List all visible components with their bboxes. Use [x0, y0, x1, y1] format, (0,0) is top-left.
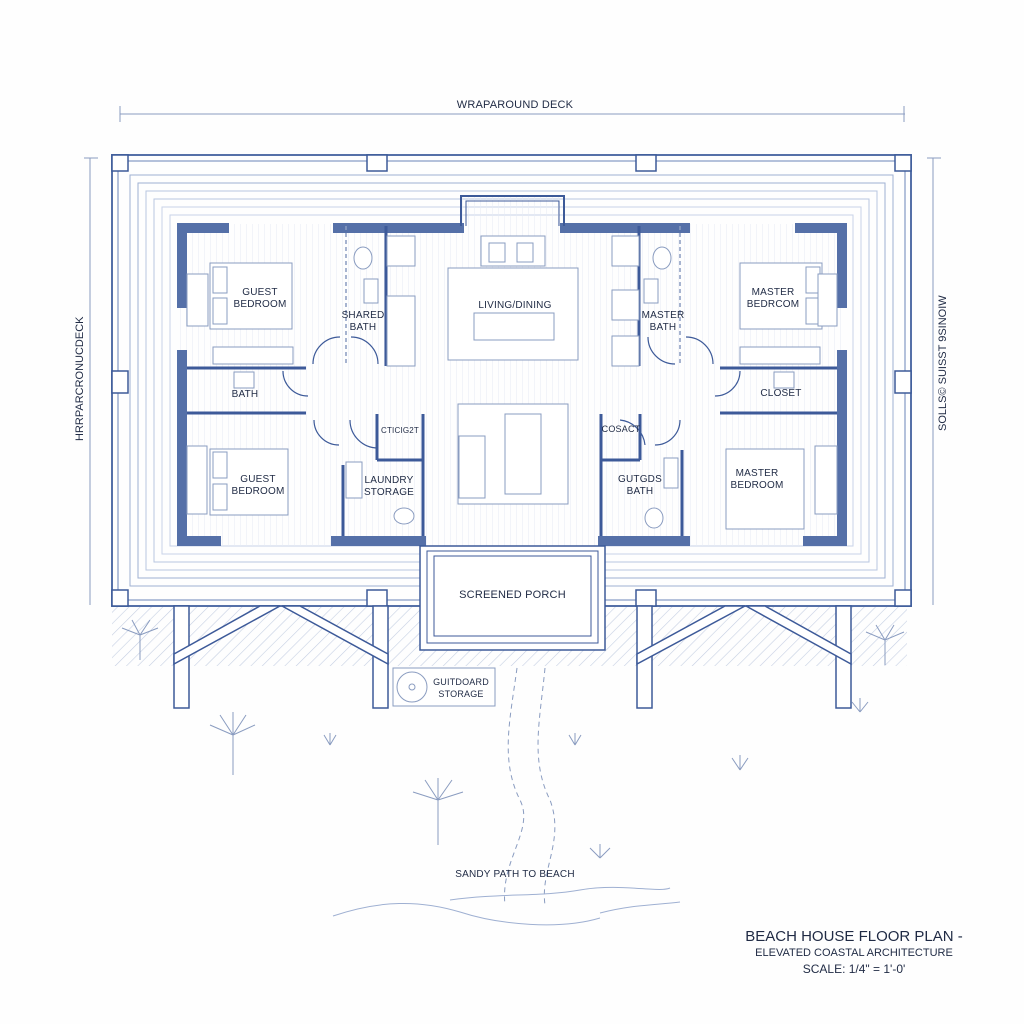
top-dimension-label: WRAPAROUND DECK — [456, 99, 574, 111]
room-label-guest-bedroom-2: GUEST BEDROOM — [231, 474, 285, 497]
waves — [332, 886, 681, 926]
dimension-lines — [84, 106, 941, 605]
board-storage — [392, 667, 496, 707]
room-label-screened-porch: SCREENED PORCH — [459, 589, 566, 601]
left-dimension-label: HRRPARCRONUCDECK — [74, 316, 86, 441]
label-board-storage: GUITDOARD STORAGE — [433, 677, 489, 699]
room-label-living-dining: LIVING/DINING — [478, 300, 552, 311]
room-label-guests-bath: GUTGDS BATH — [618, 474, 662, 497]
right-dimension-label: SOLLS© SUISST 9SINOIW — [937, 295, 949, 431]
room-label-guest-bedroom-1: GUEST BEDROOM — [233, 287, 287, 310]
room-label-closet-left: CTICIG2T — [380, 426, 420, 435]
door-swings — [282, 336, 741, 449]
room-label-closet-right: CLOSET — [760, 388, 802, 399]
room-label-laundry-storage: LAUNDRY STORAGE — [363, 475, 415, 498]
furniture — [186, 235, 838, 530]
room-label-bath: BATH — [231, 389, 259, 400]
screened-porch — [419, 545, 606, 651]
exterior-walls — [177, 223, 847, 546]
room-label-shared-bath: SHARED BATH — [341, 310, 385, 333]
stilts — [173, 605, 852, 709]
room-label-master-bedroom-2: MASTER BEDROOM — [730, 468, 784, 491]
room-label-master-bath: MASTER BATH — [641, 310, 685, 333]
room-label-closet-center: COSACT — [601, 424, 641, 434]
label-sandy-path: SANDY PATH TO BEACH — [455, 869, 575, 880]
plan-scale: SCALE: 1/4" = 1'-0' — [802, 962, 906, 976]
sandy-path — [504, 667, 556, 906]
room-label-master-bedroom-1: MASTER BEDRCOM — [746, 287, 800, 310]
palm-trees — [121, 619, 905, 859]
plan-subtitle: ELEVATED COASTAL ARCHITECTURE — [755, 947, 953, 959]
plan-title: BEACH HOUSE FLOOR PLAN - — [745, 928, 963, 945]
